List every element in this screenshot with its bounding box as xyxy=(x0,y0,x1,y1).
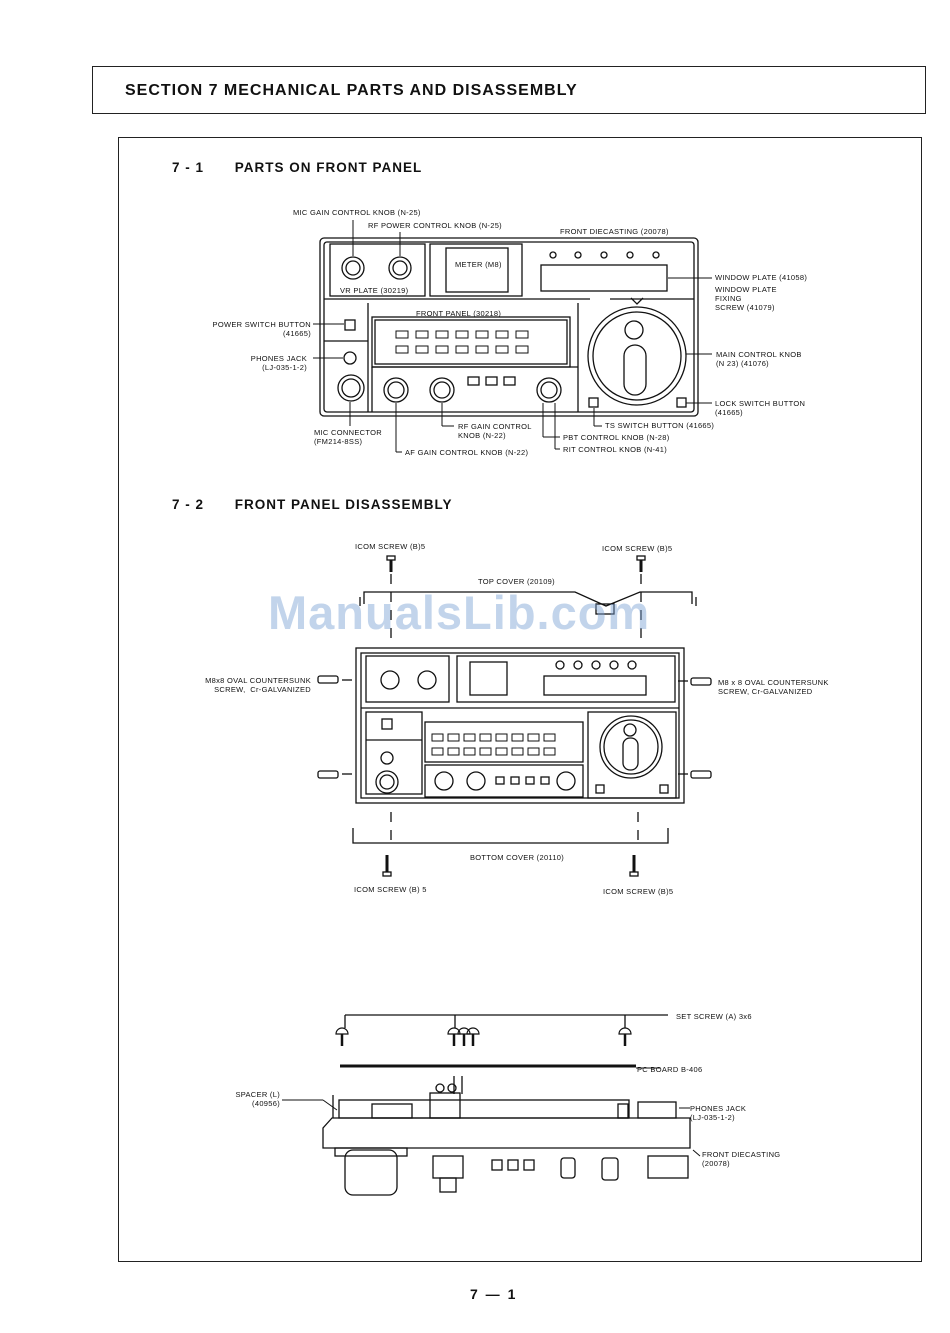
power-switch-label: POWER SWITCH BUTTON (41665) xyxy=(212,320,311,338)
main-knob-label: MAIN CONTROL KNOB (N 23) (41076) xyxy=(716,350,802,368)
af-gain-label: AF GAIN CONTROL KNOB (N-22) xyxy=(405,448,529,457)
window-plate-screw-label: WINDOW PLATE FIXING SCREW (41079) xyxy=(715,285,777,312)
content-frame xyxy=(118,137,922,1262)
window-plate-label: WINDOW PLATE (41058) xyxy=(715,273,808,282)
vr-plate-label: VR PLATE (30219) xyxy=(340,286,409,295)
front-diecasting-label: FRONT DIECASTING (20078) xyxy=(560,227,669,236)
rit-knob-label: RIT CONTROL KNOB (N-41) xyxy=(563,445,667,454)
mic-gain-label: MIC GAIN CONTROL KNOB (N-25) xyxy=(293,208,421,217)
icom-screw-top-left-label: ICOM SCREW (B)5 xyxy=(355,542,426,551)
oval-screw-left-label: M8x8 OVAL COUNTERSUNK SCREW, Cr-GALVANIZ… xyxy=(205,676,311,694)
rf-power-label: RF POWER CONTROL KNOB (N-25) xyxy=(368,221,502,230)
set-screw-label: SET SCREW (A) 3x6 xyxy=(676,1012,752,1021)
pbt-knob-label: PBT CONTROL KNOB (N-28) xyxy=(563,433,670,442)
front-panel-drawing xyxy=(319,237,699,417)
icom-screw-top-right-label: ICOM SCREW (B)5 xyxy=(602,544,673,553)
section-heading-text: PARTS ON FRONT PANEL xyxy=(234,160,423,175)
section-title: SECTION 7 MECHANICAL PARTS AND DISASSEMB… xyxy=(125,82,578,99)
disassembly-drawing xyxy=(317,555,712,877)
phones-jack-label: PHONES JACK (LJ-035-1-2) xyxy=(250,354,307,372)
page-number: 7 — 1 xyxy=(470,1286,518,1302)
meter-label: METER (M8) xyxy=(455,260,502,269)
spacer-label: SPACER (L) (40956) xyxy=(235,1090,280,1108)
fig1-leader-lines xyxy=(313,220,712,453)
ts-switch-label: TS SWITCH BUTTON (41665) xyxy=(605,421,715,430)
section-number: 7 - 1 xyxy=(172,160,205,175)
front-panel-label: FRONT PANEL (30218) xyxy=(416,309,502,318)
section-header: SECTION 7 MECHANICAL PARTS AND DISASSEMB… xyxy=(92,66,926,114)
top-cover-label: TOP COVER (20109) xyxy=(478,577,555,586)
front-diecasting-side-label: FRONT DIECASTING (20078) xyxy=(702,1150,781,1168)
section-7-2-heading: 7 - 2 FRONT PANEL DISASSEMBLY xyxy=(172,497,453,512)
section-number: 7 - 2 xyxy=(172,497,205,512)
side-view-drawing xyxy=(282,1014,701,1196)
oval-screw-right-label: M8 x 8 OVAL COUNTERSUNK SCREW, Cr-GALVAN… xyxy=(718,678,829,696)
icom-screw-bottom-right-label: ICOM SCREW (B)5 xyxy=(603,887,674,896)
section-7-1-heading: 7 - 1 PARTS ON FRONT PANEL xyxy=(172,160,422,175)
front-panel-keys xyxy=(395,330,529,354)
icom-screw-bottom-left-label: ICOM SCREW (B) 5 xyxy=(354,885,427,894)
lock-switch-label: LOCK SWITCH BUTTON (41665) xyxy=(715,399,806,417)
watermark: ManualsLib.com xyxy=(268,586,651,639)
phones-jack-side-label: PHONES JACK (LJ-035-1-2) xyxy=(690,1104,747,1122)
mic-connector-label: MIC CONNECTOR (FM214-8SS) xyxy=(314,428,382,446)
disassembly-keys xyxy=(431,733,556,756)
rf-gain-label: RF GAIN CONTROL KNOB (N-22) xyxy=(458,422,532,440)
section-heading-text: FRONT PANEL DISASSEMBLY xyxy=(234,497,453,512)
pc-board-label: PC BOARD B-406 xyxy=(637,1065,703,1074)
bottom-cover-label: BOTTOM COVER (20110) xyxy=(470,853,565,862)
